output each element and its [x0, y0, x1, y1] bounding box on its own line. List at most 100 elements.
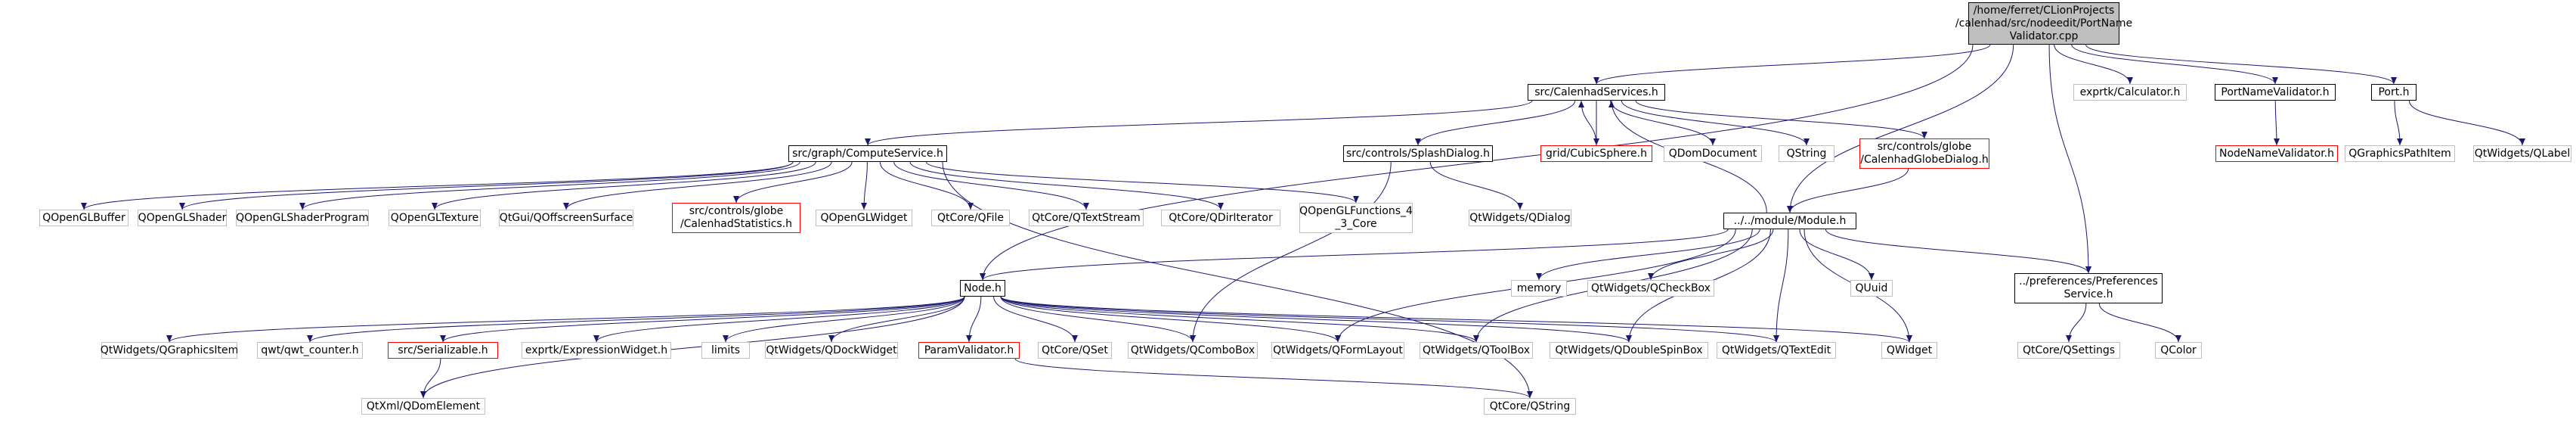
node-limits: limits	[701, 342, 750, 359]
node-qtextedit: QtWidgets/QTextEdit	[1717, 342, 1836, 359]
node-globestats[interactable]: src/controls/globe/CalenhadStatistics.h	[672, 203, 800, 233]
edge-module-to-qcheckbox	[1648, 229, 1774, 281]
edge-paramvalidator-to-qtcore_qstring	[1014, 358, 1533, 399]
node-node[interactable]: Node.h	[960, 280, 1005, 297]
node-label-line: grid/CubicSphere.h	[1546, 147, 1647, 160]
node-label-line: Node.h	[964, 281, 1002, 294]
node-label-line: QOpenGLTexture	[390, 211, 479, 224]
node-module[interactable]: ../../module/Module.h	[1723, 213, 1856, 229]
node-paramvalidator[interactable]: ParamValidator.h	[918, 342, 1020, 359]
edge-module-to-prefs	[1825, 229, 2091, 274]
edge-root-to-node	[980, 44, 1974, 281]
edge-node-to-qwt_counter	[307, 296, 965, 343]
edge-node-to-paramvalidator	[966, 296, 982, 343]
edge-node-to-qcombobox	[1000, 296, 1196, 343]
edge-prefs-to-qcolor	[2098, 303, 2181, 343]
node-label-line: QOpenGLWidget	[820, 211, 908, 224]
node-label-line: _3_Core	[1335, 218, 1377, 230]
node-qtextstream: QtCore/QTextStream	[1029, 210, 1144, 226]
node-label-line: src/CalenhadServices.h	[1534, 86, 1658, 98]
node-label-line: QtWidgets/QTextEdit	[1721, 344, 1831, 356]
edge-compute-to-qopenglshader	[179, 161, 794, 210]
edge-compute-to-qopenglbuffer	[81, 161, 794, 210]
node-compute[interactable]: src/graph/ComputeService.h	[788, 145, 947, 162]
edge-compute-to-qdiriterator	[909, 161, 1224, 210]
node-label-line: src/Serializable.h	[398, 344, 488, 356]
edge-services-to-globedialog	[1635, 100, 1927, 139]
node-qfile: QtCore/QFile	[931, 210, 1010, 226]
node-label-line: /CalenhadGlobeDialog.h	[1860, 154, 1989, 166]
node-label-line: src/controls/globe	[689, 205, 784, 217]
node-label-line: QtCore/QDirIterator	[1169, 211, 1273, 224]
edge-node-to-serializable	[440, 296, 965, 343]
edge-node-to-qwidget	[1000, 296, 1912, 343]
edge-node-to-qtextedit	[1000, 296, 1779, 343]
node-label-line: Validator.cpp	[2009, 30, 2079, 42]
node-qcheckbox: QtWidgets/QCheckBox	[1587, 280, 1714, 297]
node-memory: memory	[1511, 280, 1567, 297]
node-qcombobox: QtWidgets/QComboBox	[1128, 342, 1258, 359]
node-qopenglfunctions: QOpenGLFunctions_4_3_Core	[1299, 203, 1413, 233]
edge-globedialog-to-module	[1787, 168, 1909, 213]
node-splash[interactable]: src/controls/SplashDialog.h	[1343, 145, 1493, 162]
edge-node-to-qtoolbox	[1000, 296, 1479, 343]
edge-compute-to-qoffscreensurface	[563, 161, 832, 210]
node-qwidgets-qlabel: QtWidgets/QLabel	[2473, 145, 2571, 162]
node-label-line: QtWidgets/QCheckBox	[1591, 281, 1711, 294]
node-label-line: ../preferences/Preferences	[2019, 275, 2158, 288]
edge-root-to-module	[1787, 44, 2014, 213]
edge-compute-to-qopenglfunctions	[926, 161, 1359, 204]
node-qdialog: QtWidgets/QDialog	[1469, 210, 1571, 226]
edge-node-to-limits	[723, 296, 965, 343]
node-exprtk-calc: exprtk/Calculator.h	[2073, 84, 2187, 101]
edge-node-to-qdockwidget	[828, 296, 965, 343]
node-qopenglwidget: QOpenGLWidget	[816, 210, 912, 226]
edge-serializable-to-qdomelement	[420, 358, 441, 399]
node-label-line: QtGui/QOffscreenSurface	[499, 211, 633, 224]
node-label-line: /CalenhadStatistics.h	[680, 218, 793, 230]
node-qdomelement: QtXml/QDomElement	[361, 398, 485, 415]
node-label-line: QtWidgets/QLabel	[2474, 147, 2571, 160]
node-label-line: QOpenGLShader	[138, 211, 227, 224]
node-label-line: QWidget	[1886, 344, 1933, 356]
node-label-line: /calenhad/src/nodeedit/PortName	[1955, 17, 2133, 30]
edge-splash-to-qcombobox	[1190, 161, 1392, 343]
node-label-line: Service.h	[2064, 288, 2113, 300]
node-quuid: QUuid	[1850, 280, 1893, 297]
edge-services-to-qdomdocument	[1609, 100, 1716, 146]
edge-root-to-portnamevalidator	[2071, 44, 2278, 85]
node-label-line: exprtk/ExpressionWidget.h	[525, 344, 668, 356]
node-label-line: QtWidgets/QGraphicsItem	[100, 344, 239, 356]
node-label-line: ParamValidator.h	[924, 344, 1014, 356]
node-label-line: limits	[711, 344, 741, 356]
node-portnamevalidator[interactable]: PortNameValidator.h	[2215, 84, 2336, 101]
node-label-line: qwt/qwt_counter.h	[261, 344, 359, 356]
node-services[interactable]: src/CalenhadServices.h	[1528, 84, 1665, 101]
node-qgraphicsitem: QtWidgets/QGraphicsItem	[100, 342, 239, 359]
edge-prefs-to-qsettings	[2066, 303, 2087, 343]
node-globedialog[interactable]: src/controls/globe/CalenhadGlobeDialog.h	[1859, 138, 1989, 169]
edge-services-to-splash	[1415, 100, 1576, 146]
edge-compute-to-qopenglwidget	[861, 161, 868, 210]
node-label-line: QOpenGLBuffer	[42, 211, 125, 224]
node-qdomdocument: QDomDocument	[1664, 145, 1762, 162]
edge-compute-to-qopenglshaderprogram	[299, 161, 800, 210]
node-qsettings: QtCore/QSettings	[2017, 342, 2120, 359]
node-label-line: /home/ferret/CLionProjects	[1973, 4, 2115, 17]
node-qtcore-qstring: QtCore/QString	[1484, 398, 1576, 415]
node-serializable[interactable]: src/Serializable.h	[388, 342, 498, 359]
node-label-line: QDomDocument	[1668, 147, 1757, 160]
node-port[interactable]: Port.h	[2371, 84, 2417, 101]
node-qdockwidget: QtWidgets/QDockWidget	[765, 342, 898, 359]
node-label-line: QtCore/QSettings	[2022, 344, 2116, 356]
node-qopengltexture: QOpenGLTexture	[389, 210, 481, 226]
node-nodenamevalidator[interactable]: NodeNameValidator.h	[2215, 145, 2338, 162]
node-qwidget: QWidget	[1881, 342, 1937, 359]
node-label-line: QtWidgets/QToolBox	[1422, 344, 1531, 356]
node-cubicsphere[interactable]: grid/CubicSphere.h	[1540, 145, 1652, 162]
node-label-line: QtWidgets/QDialog	[1469, 211, 1571, 224]
node-label-line: QOpenGLShaderProgram	[236, 211, 369, 224]
node-label-line: exprtk/Calculator.h	[2079, 86, 2181, 98]
node-label-line: NodeNameValidator.h	[2218, 147, 2334, 160]
